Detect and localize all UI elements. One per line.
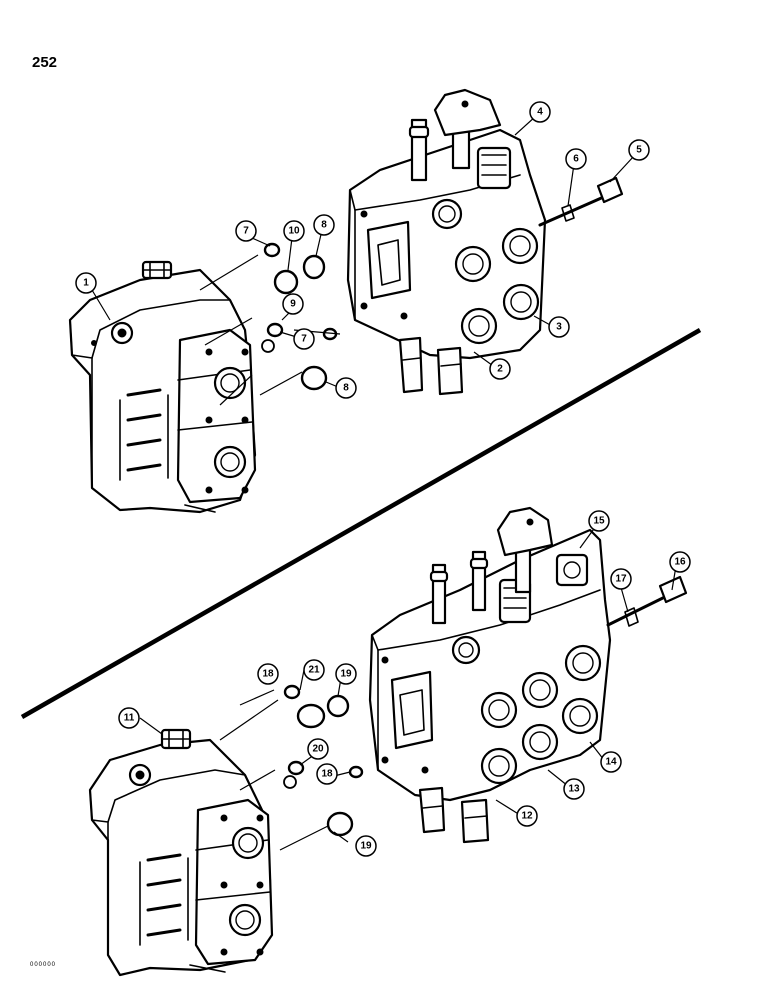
svg-text:12: 12 <box>521 811 533 822</box>
svg-text:18: 18 <box>321 769 333 780</box>
svg-text:3: 3 <box>556 322 562 333</box>
svg-text:9: 9 <box>290 299 296 310</box>
callout-20: 20 <box>307 738 329 760</box>
svg-text:17: 17 <box>615 574 627 585</box>
svg-text:11: 11 <box>124 713 135 724</box>
callout-12: 12 <box>516 805 538 827</box>
svg-text:5: 5 <box>636 145 642 156</box>
callout-14: 14 <box>600 751 622 773</box>
svg-text:19: 19 <box>360 841 372 852</box>
svg-text:16: 16 <box>674 557 686 568</box>
callout-5: 5 <box>628 139 650 161</box>
svg-text:15: 15 <box>593 516 605 527</box>
callout-4: 4 <box>529 101 551 123</box>
callout-18-lower: 18 <box>316 763 338 785</box>
svg-text:8: 8 <box>343 383 349 394</box>
callout-7-upper: 7 <box>235 220 257 242</box>
svg-text:1: 1 <box>83 278 89 289</box>
callout-11: 11 <box>118 707 140 729</box>
svg-text:4: 4 <box>537 107 543 118</box>
svg-text:20: 20 <box>312 744 324 755</box>
callout-3: 3 <box>548 316 570 338</box>
callout-17: 17 <box>610 568 632 590</box>
svg-text:18: 18 <box>262 669 274 680</box>
section-divider-line <box>20 328 702 719</box>
svg-text:8: 8 <box>321 220 327 231</box>
callout-21: 21 <box>303 659 325 681</box>
svg-text:6: 6 <box>573 154 579 165</box>
svg-text:7: 7 <box>301 334 307 345</box>
end-cover-top <box>68 260 257 514</box>
callout-13: 13 <box>563 778 585 800</box>
callout-2: 2 <box>489 358 511 380</box>
callout-16: 16 <box>669 551 691 573</box>
svg-text:19: 19 <box>340 669 352 680</box>
callout-18-upper: 18 <box>257 663 279 685</box>
svg-text:21: 21 <box>308 665 320 676</box>
callout-8-lower: 8 <box>335 377 357 399</box>
callout-10: 10 <box>283 220 305 242</box>
end-cover-bottom <box>88 728 274 977</box>
callout-7-lower: 7 <box>293 328 315 350</box>
control-valve-bottom <box>368 506 688 844</box>
callout-9: 9 <box>282 293 304 315</box>
svg-text:10: 10 <box>288 226 300 237</box>
callout-6: 6 <box>565 148 587 170</box>
svg-text:14: 14 <box>605 757 617 768</box>
callout-1: 1 <box>75 272 97 294</box>
top-seals <box>261 242 338 391</box>
footer-code: 000000 <box>30 962 57 968</box>
callout-19-upper: 19 <box>335 663 357 685</box>
svg-text:13: 13 <box>568 784 580 795</box>
callout-8-upper: 8 <box>313 214 335 236</box>
svg-text:7: 7 <box>243 226 249 237</box>
callout-15: 15 <box>588 510 610 532</box>
callout-19-lower: 19 <box>355 835 377 857</box>
page-number: 252 <box>32 54 58 71</box>
svg-text:2: 2 <box>497 364 503 375</box>
control-valve-top <box>346 88 624 396</box>
bottom-seals <box>283 684 364 837</box>
